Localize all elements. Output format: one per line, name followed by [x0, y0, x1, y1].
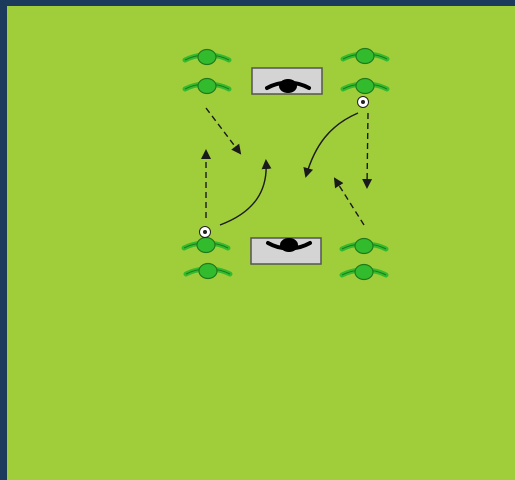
pass-arrow-top-right — [306, 113, 358, 176]
player-icon — [184, 238, 228, 253]
player-icon — [185, 79, 229, 94]
run-arrow-top-right — [367, 113, 368, 187]
player-icon — [343, 49, 387, 64]
soccer-ball-icon — [200, 227, 211, 238]
player-icon — [185, 50, 229, 65]
soccer-ball-icon — [358, 97, 369, 108]
player-icon — [186, 264, 230, 279]
player-icon — [342, 265, 386, 280]
player-icon — [343, 79, 387, 94]
run-arrow-top-left — [206, 108, 240, 153]
run-arrow-bottom-right — [335, 179, 364, 225]
player-icon — [342, 239, 386, 254]
pass-arrow-bottom-left — [220, 161, 266, 225]
